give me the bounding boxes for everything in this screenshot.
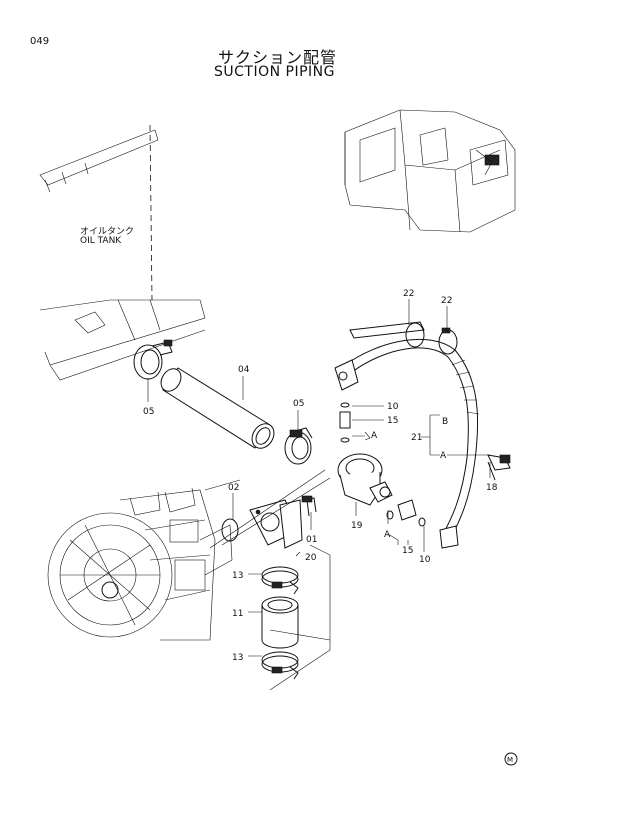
clamp-13-upper [261, 566, 299, 595]
hose-clamp-05-right [284, 427, 313, 465]
circled-mark: M [504, 752, 518, 766]
callout-21: 21 [411, 433, 422, 443]
callout-leader-lines [147, 299, 491, 657]
callout-a-upper: A [371, 431, 378, 441]
drain-hose-21 [334, 338, 480, 549]
suction-hose-04 [160, 367, 275, 449]
flange-20-oring-02-bolt-01 [221, 495, 317, 549]
assembly-bracket-line [204, 479, 331, 691]
callout-01: 01 [306, 535, 317, 545]
fitting-10-15-lower [386, 499, 426, 527]
fitting-10-15-upper [339, 402, 351, 443]
callout-15-lower: 15 [402, 546, 413, 556]
callout-a-right: A [440, 451, 447, 461]
hose-clamp-22-left [349, 321, 425, 348]
callout-22-right: 22 [441, 296, 452, 306]
elbow-fitting-19 [337, 453, 393, 506]
callout-a-lower: A [384, 530, 391, 540]
callout-05-right: 05 [293, 399, 304, 409]
diagram-title-english: SUCTION PIPING [214, 64, 335, 80]
callout-15-upper: 15 [387, 416, 398, 426]
callout-19: 19 [351, 521, 363, 531]
callout-02: 02 [228, 483, 239, 493]
oil-tank-drawing [39, 124, 206, 381]
machine-location-inset [344, 109, 516, 233]
diagram-title-japanese: サクション配管 [218, 48, 338, 67]
callout-04: 04 [238, 365, 250, 375]
callout-10-lower: 10 [419, 555, 431, 565]
callout-05-left: 05 [143, 407, 154, 417]
callout-b: B [442, 417, 448, 427]
hose-11 [261, 596, 299, 649]
callout-11: 11 [232, 609, 243, 619]
hose-clamp-05-left [133, 339, 173, 380]
callout-20: 20 [305, 553, 317, 563]
callout-18: 18 [486, 483, 498, 493]
oil-tank-label-japanese: オイルタンク [80, 227, 135, 237]
clamp-13-lower [261, 651, 299, 680]
hydraulic-pump-drawing [47, 487, 233, 641]
clamp-18 [487, 454, 511, 481]
callout-13-upper: 13 [232, 571, 243, 581]
routing-line-pump-elbow [209, 469, 331, 549]
oil-tank-label-english: OIL TANK [80, 236, 122, 246]
svg-text:M: M [507, 756, 513, 764]
callout-13-lower: 13 [232, 653, 243, 663]
callout-10-upper: 10 [387, 402, 399, 412]
hose-clamp-22-right [438, 327, 458, 355]
callout-22-left: 22 [403, 289, 414, 299]
page-number: 049 [30, 36, 50, 47]
